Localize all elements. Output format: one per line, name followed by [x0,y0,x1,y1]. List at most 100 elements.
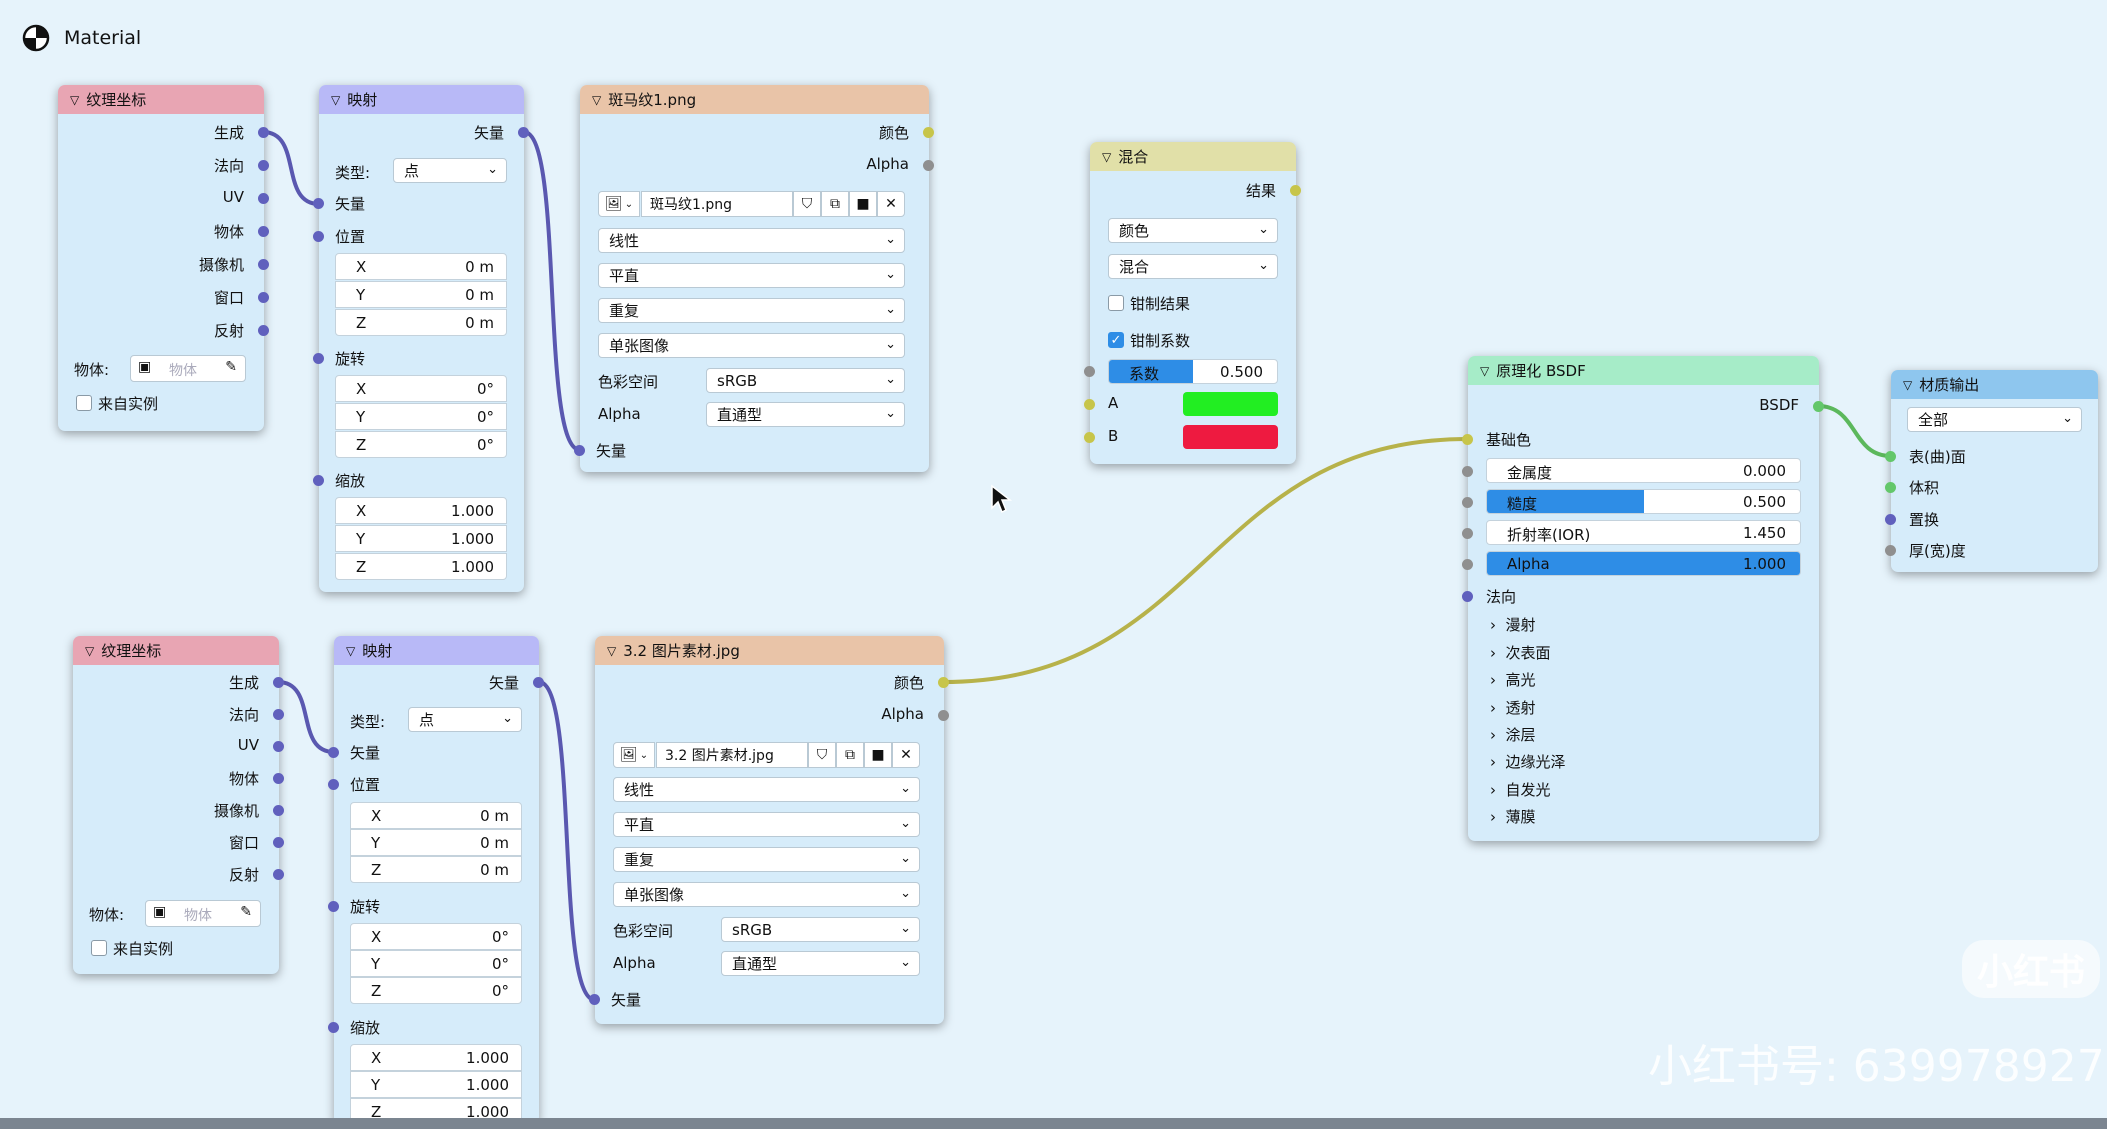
alpha-mode-select[interactable]: 直通型⌄ [721,951,920,976]
new-image-button[interactable]: ⧉ [821,191,849,217]
socket-scale[interactable] [313,475,324,486]
from-instancer-checkbox[interactable] [91,940,107,956]
socket-surface[interactable] [1885,451,1896,462]
image-texture-node-1[interactable]: ▽斑马纹1.png 颜色 Alpha 🖼⌄ 斑马纹1.png ⛉ ⧉ ■ ✕ 线… [574,85,934,472]
socket-object[interactable] [258,226,269,237]
socket-location[interactable] [328,779,339,790]
eyedropper-icon[interactable]: ✎ [225,359,237,375]
projection-select[interactable]: 平直⌄ [613,812,920,837]
chevron-down-icon[interactable]: ▽ [1102,149,1112,164]
projection-select[interactable]: 平直⌄ [598,263,905,288]
socket-rotation[interactable] [328,901,339,912]
node-header[interactable]: ▽映射 [334,636,539,665]
colorspace-select[interactable]: sRGB⌄ [706,368,905,393]
node-header[interactable]: ▽纹理坐标 [73,636,279,665]
socket-vector-in[interactable] [589,994,600,1005]
socket-window[interactable] [258,292,269,303]
socket-base-color[interactable] [1462,434,1473,445]
interpolation-select[interactable]: 线性⌄ [613,777,920,802]
chevron-down-icon[interactable]: ▽ [1480,363,1490,378]
eyedropper-icon[interactable]: ✎ [240,904,252,920]
panel-thin-film[interactable]: › 薄膜 [1490,806,1536,827]
object-field[interactable]: ▣ 物体 ✎ [145,900,261,927]
extension-select[interactable]: 重复⌄ [598,298,905,323]
socket-thickness[interactable] [1885,545,1896,556]
from-instancer-checkbox[interactable] [76,395,92,411]
image-name-field[interactable]: 3.2 图片素材.jpg [656,742,808,768]
socket-normal[interactable] [273,709,284,720]
socket-roughness[interactable] [1462,497,1473,508]
panel-transmission[interactable]: › 透射 [1490,697,1536,718]
socket-alpha-out[interactable] [938,710,949,721]
socket-reflection[interactable] [258,325,269,336]
socket-alpha[interactable] [1462,559,1473,570]
texture-coordinate-node-1[interactable]: ▽纹理坐标 生成 法向 UV 物体 摄像机 窗口 反射 物体: ▣ 物体 ✎ 来… [58,85,269,431]
chevron-down-icon[interactable]: ▽ [85,643,95,658]
fake-user-button[interactable]: ⛉ [808,742,836,768]
node-header[interactable]: ▽3.2 图片素材.jpg [595,636,944,665]
socket-a[interactable] [1084,399,1095,410]
colorspace-select[interactable]: sRGB⌄ [721,917,920,942]
socket-rotation[interactable] [313,353,324,364]
image-browse-button[interactable]: 🖼⌄ [598,191,640,217]
interpolation-select[interactable]: 线性⌄ [598,228,905,253]
target-select[interactable]: 全部⌄ [1907,407,2082,432]
socket-vector-out[interactable] [533,677,544,688]
image-browse-button[interactable]: 🖼⌄ [613,742,655,768]
ior-field[interactable]: 折射率(IOR)1.450 [1486,520,1801,545]
socket-camera[interactable] [258,259,269,270]
socket-factor[interactable] [1084,366,1095,377]
socket-displacement[interactable] [1885,514,1896,525]
open-image-button[interactable]: ■ [864,742,892,768]
image-texture-node-2[interactable]: ▽3.2 图片素材.jpg 颜色 Alpha 🖼⌄ 3.2 图片素材.jpg ⛉… [589,636,949,1024]
node-header[interactable]: ▽材质输出 [1891,370,2098,399]
socket-uv[interactable] [258,193,269,204]
socket-camera[interactable] [273,805,284,816]
socket-vector-in[interactable] [574,445,585,456]
socket-metallic[interactable] [1462,466,1473,477]
socket-location[interactable] [313,231,324,242]
socket-scale[interactable] [328,1022,339,1033]
material-output-node[interactable]: ▽材质输出 全部⌄ 表(曲)面 体积 置换 厚(宽)度 [1885,370,2098,572]
panel-subsurface[interactable]: › 次表面 [1490,642,1551,663]
socket-ior[interactable] [1462,528,1473,539]
panel-diffuse[interactable]: › 漫射 [1490,614,1536,635]
image-name-field[interactable]: 斑马纹1.png [641,191,793,217]
source-select[interactable]: 单张图像⌄ [598,333,905,358]
texture-coordinate-node-2[interactable]: ▽纹理坐标 生成 法向 UV 物体 摄像机 窗口 反射 物体: ▣ 物体 ✎ 来… [73,636,284,974]
node-header[interactable]: ▽纹理坐标 [58,85,264,114]
type-select[interactable]: 点⌄ [393,158,507,183]
socket-normal[interactable] [1462,591,1473,602]
socket-volume[interactable] [1885,482,1896,493]
chevron-down-icon[interactable]: ▽ [70,92,80,107]
socket-window[interactable] [273,837,284,848]
socket-alpha-out[interactable] [923,160,934,171]
chevron-down-icon[interactable]: ▽ [607,643,617,658]
fake-user-button[interactable]: ⛉ [793,191,821,217]
socket-uv[interactable] [273,741,284,752]
panel-emission[interactable]: › 自发光 [1490,779,1551,800]
socket-result-out[interactable] [1290,185,1301,196]
open-image-button[interactable]: ■ [849,191,877,217]
